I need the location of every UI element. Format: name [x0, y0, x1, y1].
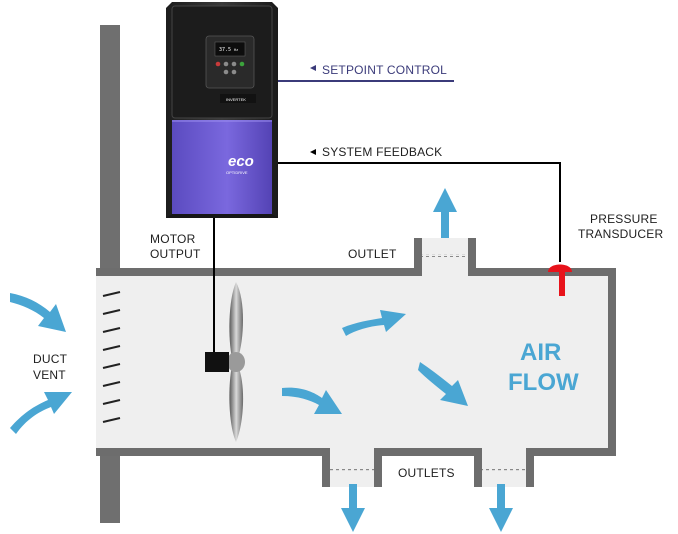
curved-arrow-icon [282, 387, 342, 414]
setpoint-control-label: SETPOINT CONTROL [322, 63, 447, 77]
drive-logo: eco [228, 153, 254, 170]
keypad-button [231, 61, 237, 67]
curved-arrow-icon [342, 310, 406, 336]
air-flow-label-line2: FLOW [508, 369, 579, 396]
outlets-label: OUTLETS [398, 466, 455, 480]
motor-output-label-line1: MOTOR [150, 232, 196, 246]
keypad-button [231, 69, 237, 75]
outlet-bottom-right-grille [482, 468, 526, 471]
flow-arrow-outlet-top [433, 188, 457, 238]
keypad-button [223, 69, 229, 75]
keypad-button [239, 61, 245, 67]
display-value: 37.5 [219, 47, 231, 53]
drive-badge [220, 94, 256, 103]
fan-motor [205, 352, 229, 372]
curved-arrow-icon [10, 392, 72, 434]
duct-interior [96, 238, 612, 487]
vfd-drive: 37.5 Hz INVERTEK eco OPTIDRIVE [166, 2, 278, 218]
drive-logo-sub: OPTIDRIVE [226, 170, 248, 175]
pressure-transducer-label-line1: PRESSURE [590, 212, 658, 226]
curved-arrow-icon [418, 362, 468, 406]
pressure-transducer [548, 264, 572, 296]
flow-arrow-outlet-bottom-right [489, 484, 513, 532]
air-flow-label-line1: AIR [520, 339, 561, 366]
outlet-top-grille [422, 254, 468, 257]
outlet-bottom-left-grille [330, 468, 374, 471]
system-feedback-label: SYSTEM FEEDBACK [322, 145, 442, 159]
left-arrow-icon [310, 65, 316, 71]
fan-hub [227, 352, 245, 372]
drive-panel-brand: INVERTEK [226, 97, 246, 102]
keypad-button [223, 61, 229, 67]
duct-vent-label-line1: DUCT [33, 352, 68, 366]
duct-vent-label-line2: VENT [33, 368, 66, 382]
drive-display [214, 41, 246, 57]
curved-arrow-icon [10, 293, 66, 332]
pressure-transducer-label-line2: TRANSDUCER [578, 227, 663, 241]
duct-walls [96, 238, 616, 487]
vent-louvers [102, 291, 121, 423]
flow-arrow-outlet-bottom-left [341, 484, 365, 532]
feedback-line [272, 162, 561, 262]
motor-output-label-line2: OUTPUT [150, 247, 201, 261]
keypad-button [215, 61, 221, 67]
fan [205, 282, 245, 442]
left-arrow-icon [310, 149, 316, 155]
fan-blade-top [229, 282, 243, 358]
display-unit: Hz [234, 48, 238, 52]
fan-blade-bottom [229, 366, 244, 442]
flow-arrows [10, 188, 513, 532]
outlet-label: OUTLET [348, 247, 397, 261]
